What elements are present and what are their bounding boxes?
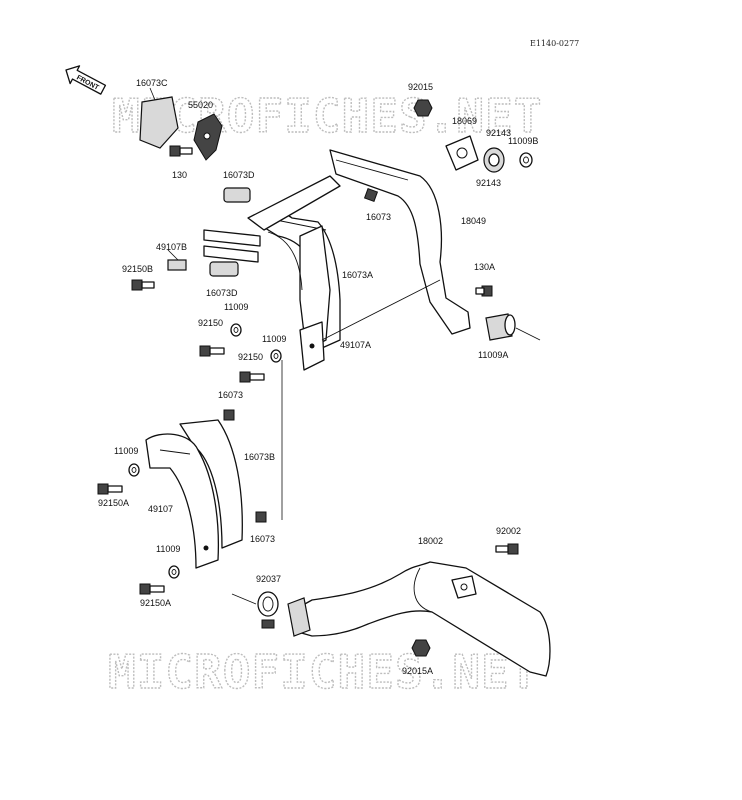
label-11009B: 11009B	[508, 136, 538, 146]
part-92150B-bolt	[131, 279, 155, 291]
part-18049-exhaust-pipe	[203, 149, 471, 351]
label-49107B: 49107B	[156, 242, 187, 252]
part-16073-middle-clip	[223, 409, 235, 421]
label-18069: 18069	[452, 116, 477, 126]
label-92150-a: 92150	[198, 318, 223, 328]
part-11009A-gasket	[485, 313, 541, 341]
label-49107: 49107	[148, 504, 173, 514]
label-11009-d: 11009	[156, 544, 180, 554]
label-92143-upper: 92143	[486, 128, 511, 138]
label-92150A-a: 92150A	[98, 498, 129, 508]
part-92015A-nut	[411, 639, 431, 657]
label-92150A-b: 92150A	[140, 598, 171, 608]
label-18049: 18049	[461, 216, 486, 226]
part-92150A-bolt-a	[97, 483, 123, 495]
part-11009B-washer	[519, 152, 533, 168]
label-11009-c: 11009	[114, 446, 138, 456]
part-92143-collar	[483, 147, 505, 173]
label-16073-lower: 16073	[250, 534, 275, 544]
part-92150-bolt-a	[199, 345, 225, 357]
part-130-bolt	[169, 145, 193, 157]
part-16073-upper-clip	[363, 187, 379, 203]
label-130A: 130A	[474, 262, 495, 272]
label-11009-a: 11009	[224, 302, 248, 312]
label-16073-middle: 16073	[218, 390, 243, 400]
label-16073C: 16073C	[136, 78, 168, 88]
label-49107A: 49107A	[340, 340, 371, 350]
part-18002-muffler	[287, 561, 551, 677]
label-92015: 92015	[408, 82, 433, 92]
label-92002: 92002	[496, 526, 521, 536]
part-11009-washer-c	[128, 463, 140, 477]
part-16073C-pad	[139, 87, 179, 149]
part-16073D-top-pad	[223, 187, 251, 203]
label-92150-b: 92150	[238, 352, 263, 362]
part-92150-bolt-b	[239, 371, 265, 383]
label-18002: 18002	[418, 536, 443, 546]
part-130A-bolt	[475, 285, 493, 297]
label-92150B: 92150B	[122, 264, 153, 274]
front-arrow-icon: FRONT	[65, 65, 107, 95]
label-16073D-bottom: 16073D	[206, 288, 238, 298]
part-49107B-clip	[167, 249, 187, 271]
label-16073B: 16073B	[244, 452, 275, 462]
label-92143-lower: 92143	[476, 178, 501, 188]
part-92037-clamp	[231, 591, 279, 629]
part-92002-bolt	[495, 543, 519, 555]
label-11009A: 11009A	[478, 350, 508, 360]
label-11009-b: 11009	[262, 334, 286, 344]
label-16073-upper: 16073	[366, 212, 391, 222]
part-49107A-heat-guard	[299, 321, 325, 371]
watermark-top: MICROFICHES.NET	[112, 89, 542, 143]
diagram-code: E1140-0277	[530, 39, 579, 48]
part-49107-heat-guard	[145, 433, 219, 569]
label-55020: 55020	[188, 100, 213, 110]
label-16073A: 16073A	[342, 270, 373, 280]
label-92015A: 92015A	[402, 666, 433, 676]
part-11009-washer-a	[230, 323, 242, 337]
part-11009-washer-b	[270, 349, 282, 363]
part-16073B-lower-heat-shield	[179, 419, 243, 549]
part-92150A-bolt-b	[139, 583, 165, 595]
part-18069-flange	[445, 135, 479, 171]
part-55020-bracket	[193, 113, 223, 161]
label-92037: 92037	[256, 574, 281, 584]
part-92015-nut	[413, 99, 433, 117]
label-130: 130	[172, 170, 187, 180]
label-16073D-top: 16073D	[223, 170, 255, 180]
part-11009-washer-d	[168, 565, 180, 579]
part-16073D-bottom-pad	[209, 261, 239, 277]
watermark-bottom: MICROFICHES.NET	[108, 645, 538, 699]
part-16073-lower-clip	[255, 511, 267, 523]
